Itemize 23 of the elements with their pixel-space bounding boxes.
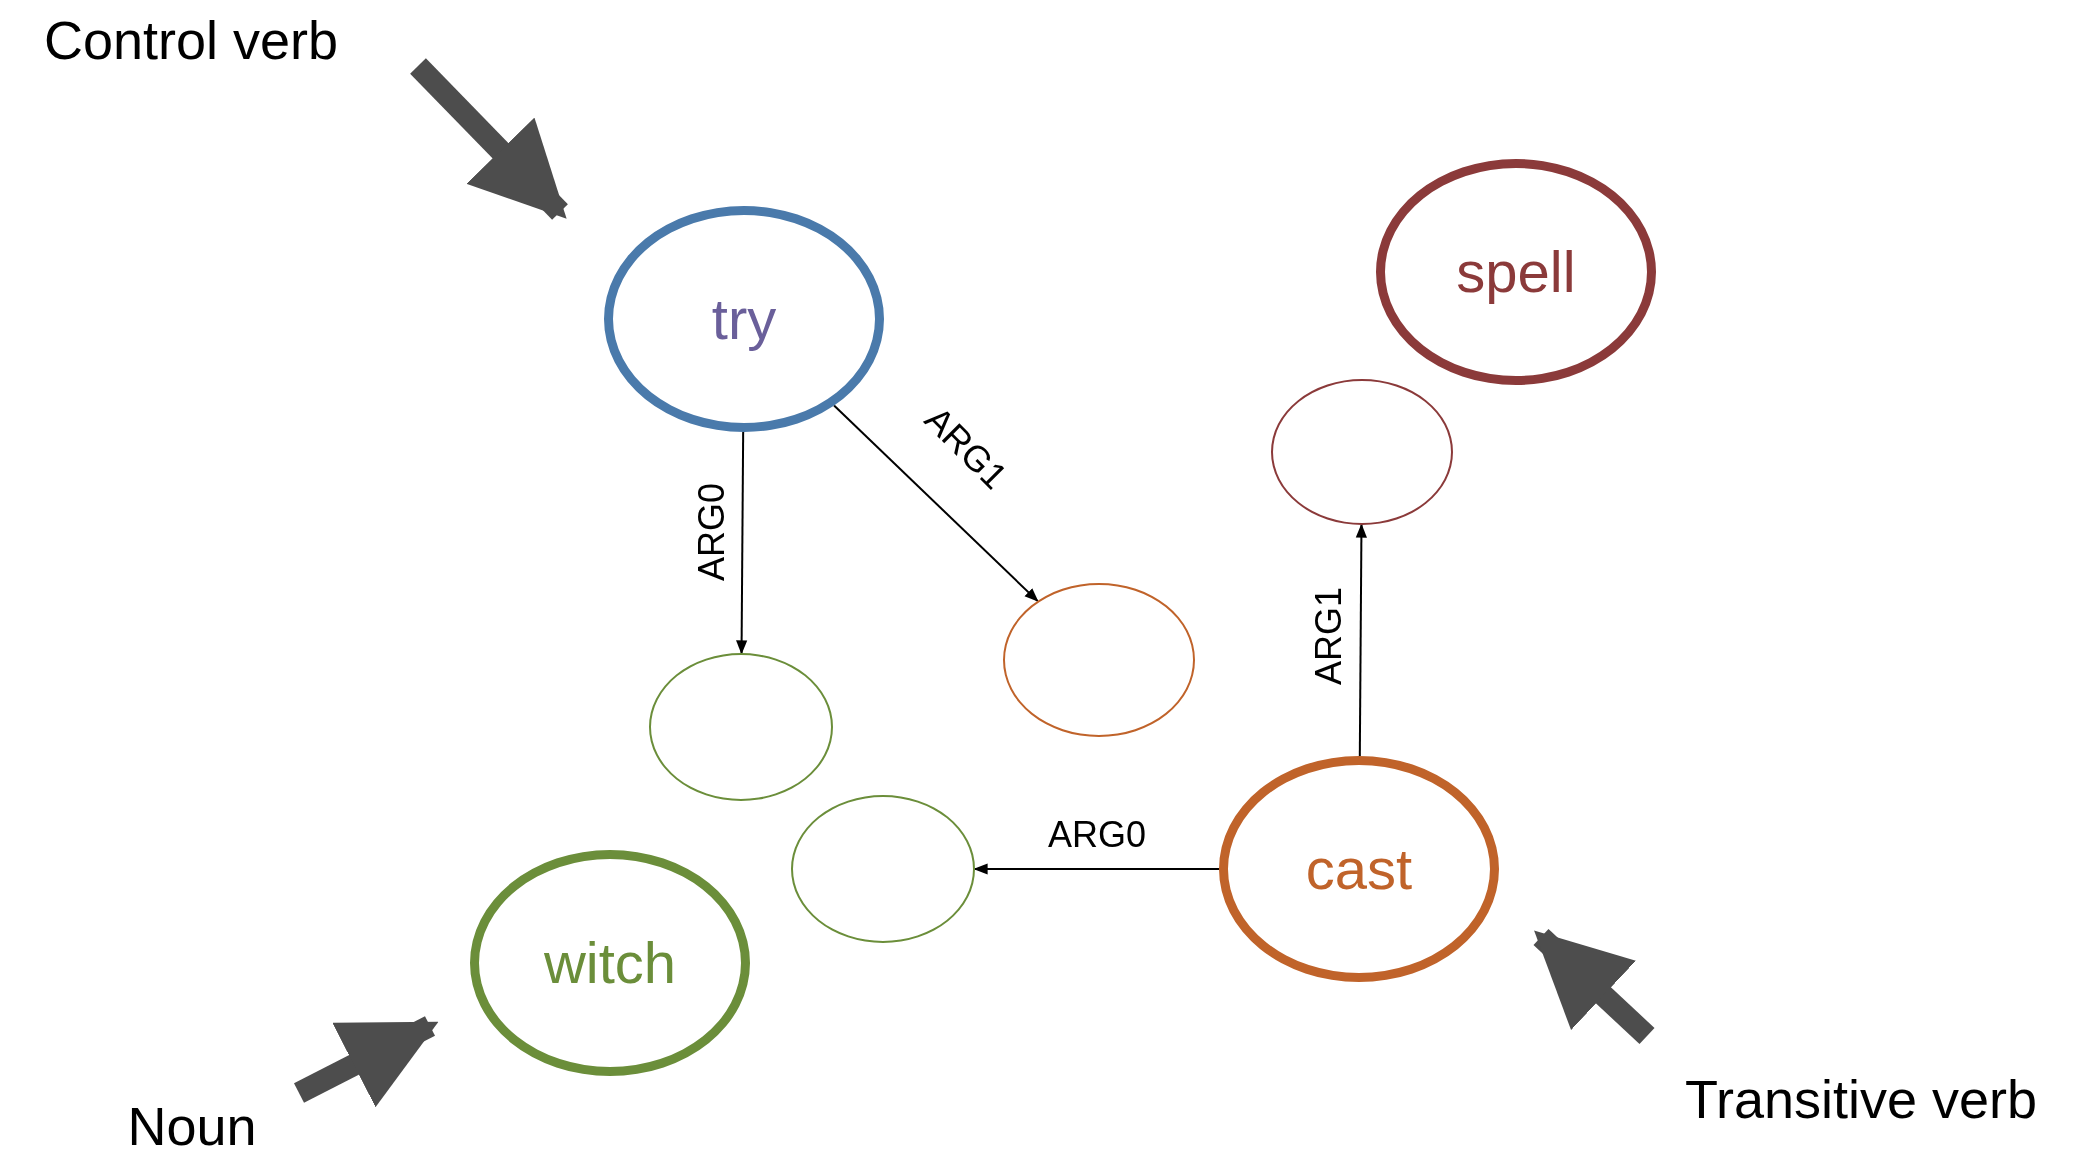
empty-ellipse: [1271, 379, 1453, 525]
category-label: Noun: [112, 1096, 272, 1156]
node-label: witch: [543, 934, 677, 992]
concept-ellipse: [604, 206, 884, 432]
arrow: [1355, 523, 1367, 757]
block-arrow: [410, 58, 568, 220]
block-arrow: [1533, 928, 1655, 1045]
empty-ellipse: [791, 795, 975, 943]
empty-ellipse: [649, 653, 833, 801]
category-label: Control verb: [11, 8, 371, 72]
edge-label: ARG1: [1310, 586, 1347, 685]
edge-label: ARG0: [1048, 817, 1146, 853]
block-arrow: [294, 1016, 439, 1108]
category-label: Transitive verb: [1651, 1069, 2071, 1129]
edge-label: ARG0: [694, 483, 731, 582]
node-label: cast: [1305, 840, 1413, 898]
arrow: [736, 431, 748, 655]
concept-ellipse: [470, 850, 750, 1076]
concept-ellipse: [1219, 756, 1499, 982]
empty-ellipse: [1003, 583, 1195, 737]
concept-ellipse: [1376, 159, 1656, 385]
arrow: [973, 863, 1220, 875]
arrow: [833, 404, 1039, 602]
